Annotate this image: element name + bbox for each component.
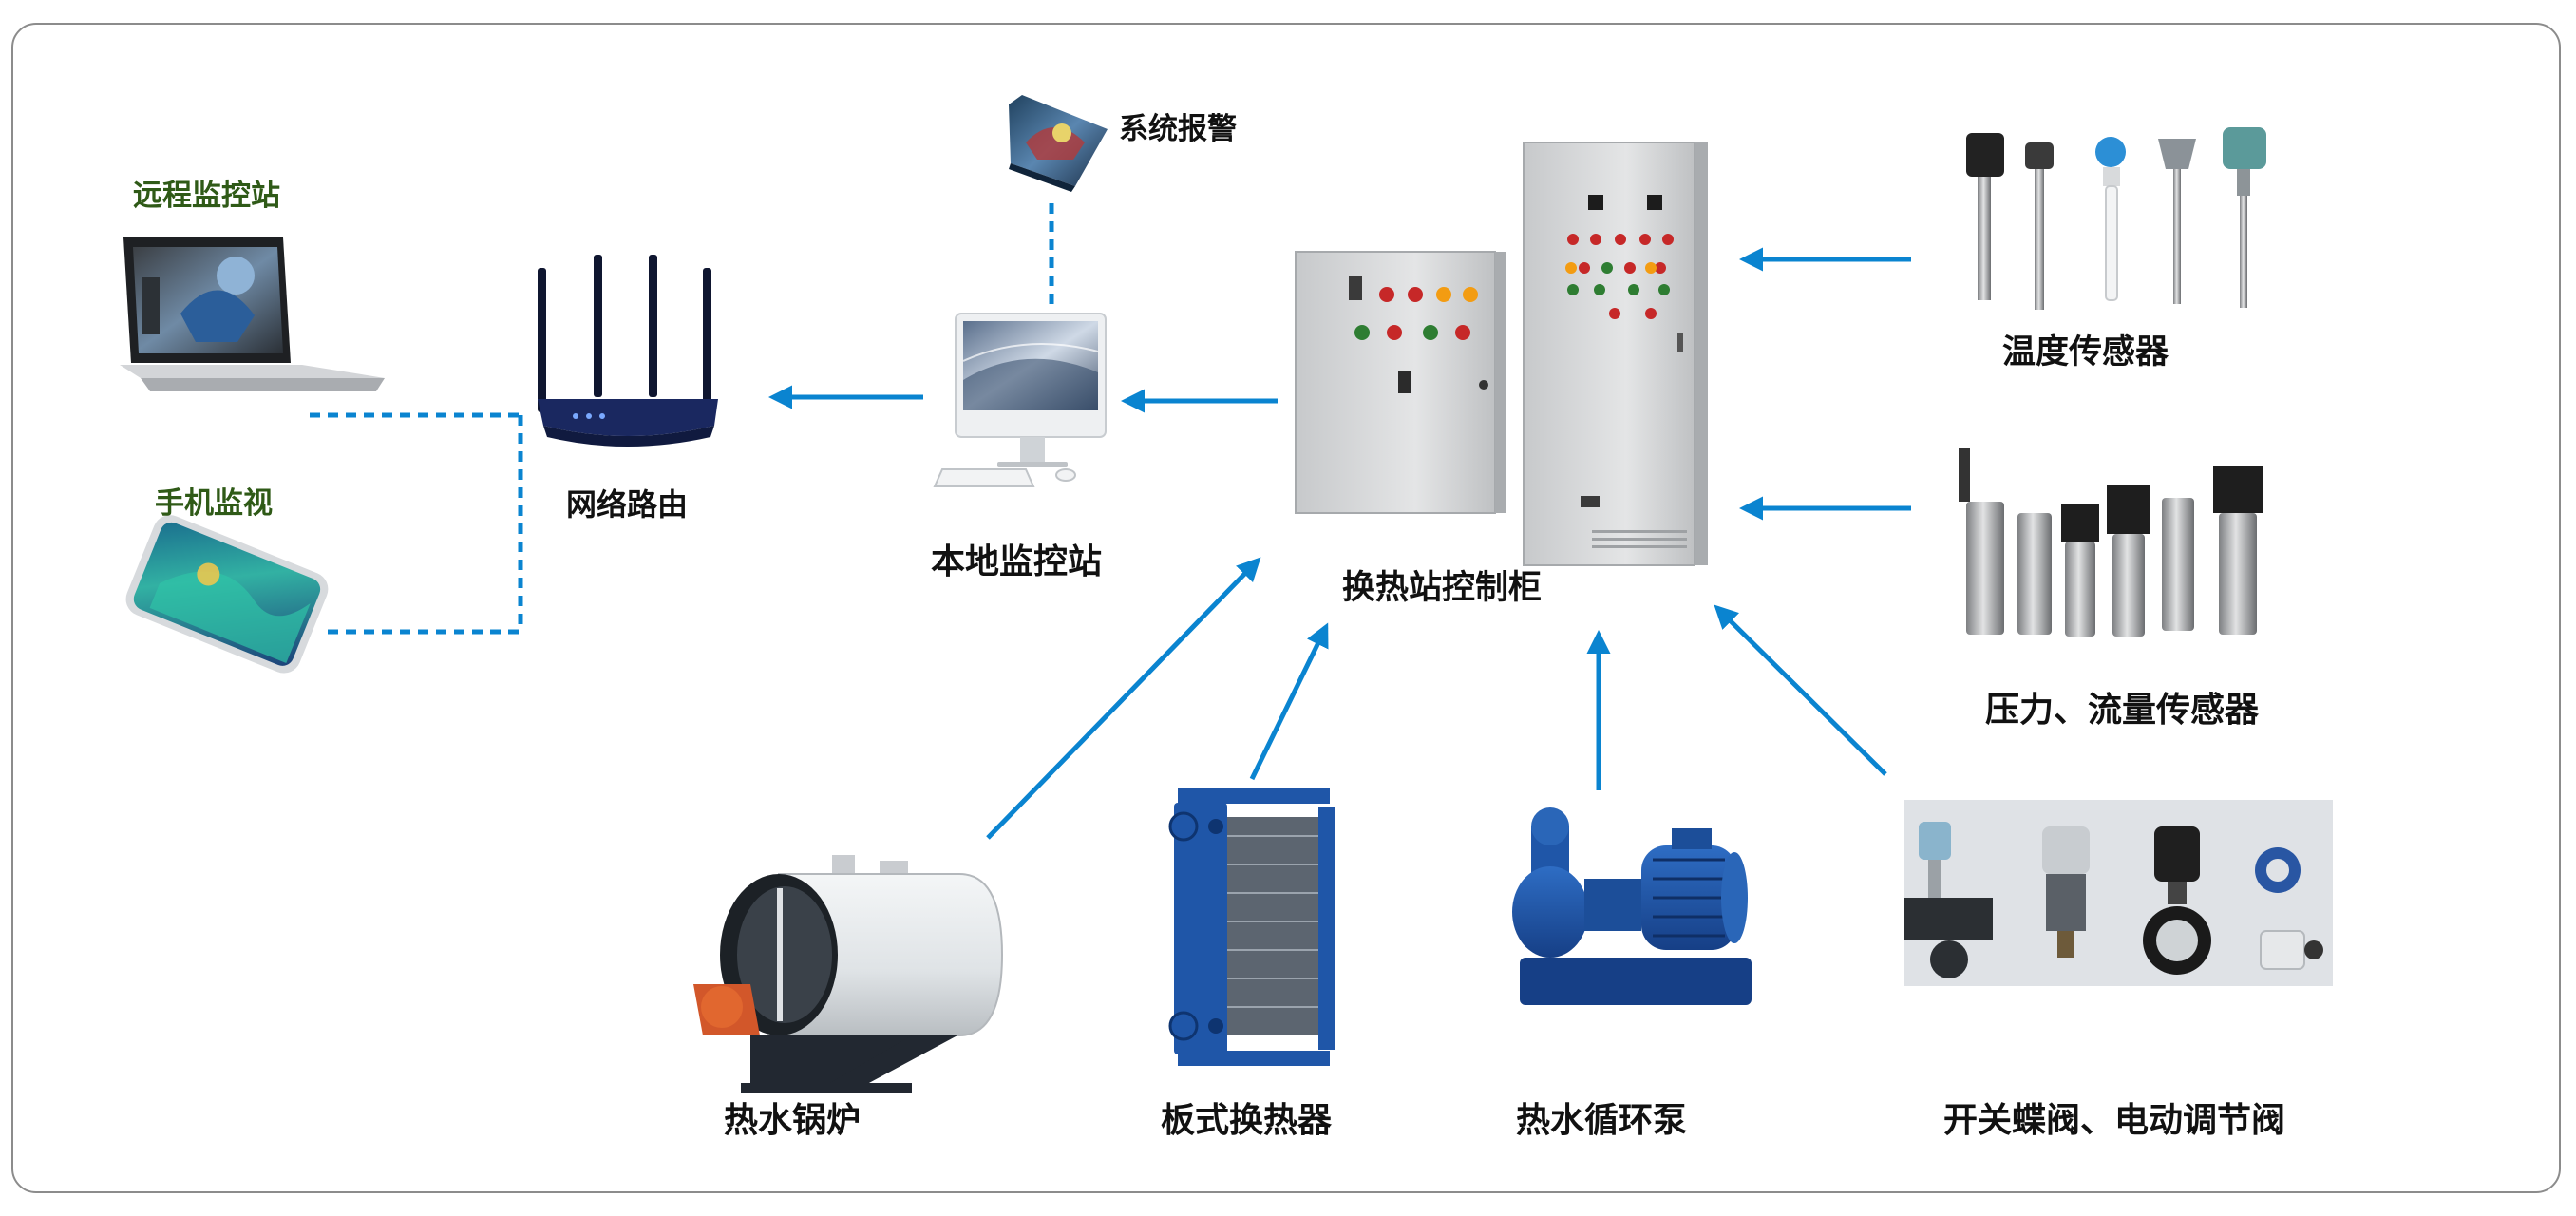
router-icon — [538, 255, 718, 446]
circulation-pump-label: 热水循环泵 — [1516, 1101, 1688, 1140]
control-cabinet-label: 换热站控制柜 — [1342, 569, 1543, 607]
arrow-valves-to-cabinet — [1714, 604, 1887, 776]
pump-icon — [1512, 808, 1752, 1005]
arrow-exchanger-to-cabinet — [1249, 622, 1329, 781]
arrow-boiler-to-cabinet — [986, 557, 1261, 840]
mobile-monitor-label: 手机监视 — [155, 486, 273, 521]
remote-station-label: 远程监控站 — [133, 179, 280, 213]
laptop-icon — [120, 238, 385, 391]
valve-icon — [1904, 800, 2333, 986]
system-alarm-label: 系统报警 — [1119, 112, 1237, 146]
alarm-card-icon — [1009, 95, 1108, 192]
pressure-flow-sensor-label: 压力、流量传感器 — [1985, 691, 2260, 730]
hot-water-boiler-label: 热水锅炉 — [724, 1101, 862, 1140]
plate-heat-exchanger-label: 板式换热器 — [1161, 1101, 1333, 1140]
router-label: 网络路由 — [566, 486, 689, 522]
valves-label: 开关蝶阀、电动调节阀 — [1943, 1101, 2286, 1140]
phone-icon — [125, 515, 329, 674]
solid-arrows — [768, 247, 1911, 840]
local-station-label: 本地监控站 — [931, 542, 1103, 581]
desktop-computer-icon — [933, 313, 1107, 487]
boiler-icon — [693, 855, 1004, 1092]
heat-exchanger-icon — [1168, 788, 1335, 1066]
dashed-links — [310, 203, 1054, 635]
control-cabinet-icon — [1295, 142, 1708, 566]
pressure-sensor-icon — [1959, 448, 2263, 636]
temperature-sensor-icon — [1966, 127, 2266, 310]
temp-sensor-label: 温度传感器 — [2002, 333, 2169, 371]
